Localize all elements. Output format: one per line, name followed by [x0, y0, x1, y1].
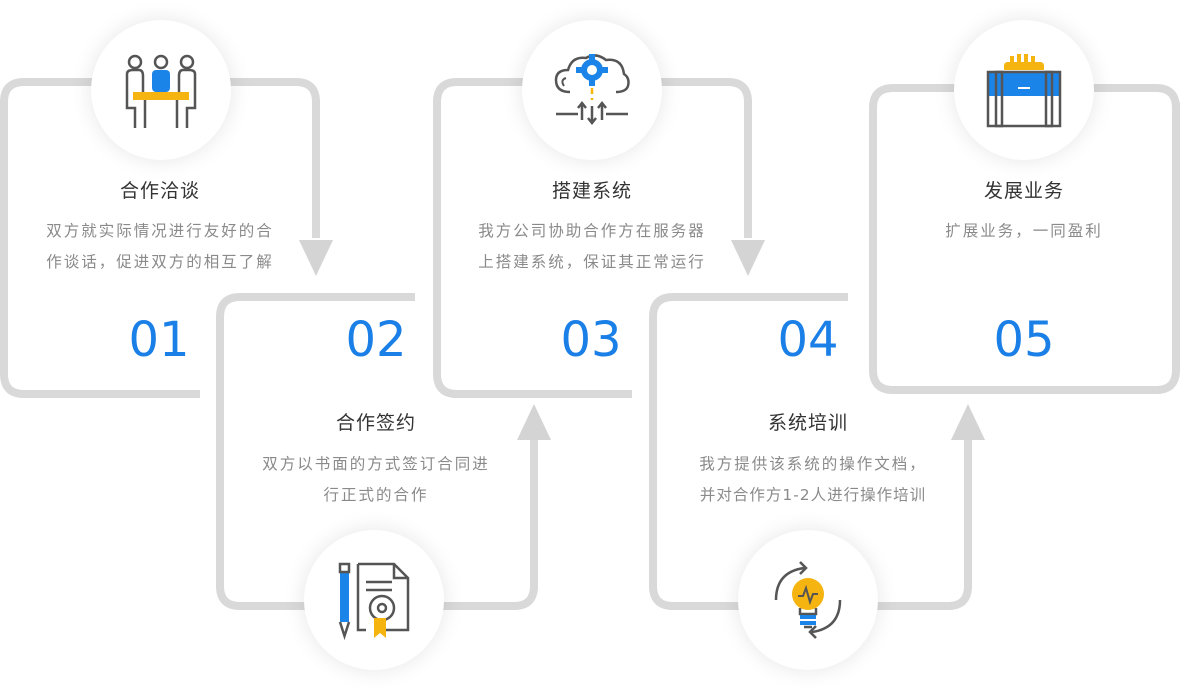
step-3-icon-circle [522, 20, 662, 160]
frame-step-3 [433, 78, 752, 398]
arrow-down-3 [731, 240, 765, 276]
step-5-icon-circle [954, 20, 1094, 160]
frame-step-1 [0, 78, 320, 398]
step-2-title: 合作签约 [335, 412, 416, 434]
frame-step-4 [649, 293, 972, 610]
step-1-number: 01 [128, 312, 190, 368]
desc-line: 扩展业务，一同盈利 [945, 222, 1103, 240]
arrow-down-1 [299, 240, 333, 276]
cloud-gear-icon [554, 54, 630, 126]
desc-line: 我方公司协助合作方在服务器 [478, 222, 706, 240]
desc-line: 我方提供该系统的操作文档， [699, 455, 927, 473]
lightbulb-icon [774, 561, 842, 639]
frame-step-5 [869, 84, 1180, 394]
step-5-title: 发展业务 [983, 180, 1064, 202]
step-1-title: 合作洽谈 [119, 180, 200, 202]
desc-line: 作谈话，促进双方的相互了解 [46, 253, 274, 271]
step-1-icon-circle [91, 20, 231, 160]
frame-step-2 [216, 293, 538, 610]
contract-icon [338, 562, 410, 641]
arrow-up-4 [951, 404, 985, 440]
step-2-desc: 双方以书面的方式签订合同进 行正式的合作 [236, 449, 516, 511]
step-4-desc: 我方提供该系统的操作文档， 并对合作方1-2人进行操作培训 [663, 449, 963, 511]
step-2-icon-circle [304, 530, 444, 670]
step-5-number: 05 [993, 312, 1055, 368]
briefcase-icon [986, 54, 1062, 128]
step-3-number: 03 [560, 312, 622, 368]
step-4-title: 系统培训 [767, 412, 848, 434]
meeting-icon [125, 54, 197, 128]
step-3-title: 搭建系统 [551, 180, 632, 202]
desc-line: 并对合作方1-2人进行操作培训 [699, 486, 927, 504]
step-3-desc: 我方公司协助合作方在服务器 上搭建系统，保证其正常运行 [452, 216, 732, 278]
arrow-up-2 [517, 404, 551, 440]
desc-line: 行正式的合作 [323, 486, 429, 504]
step-5-desc: 扩展业务，一同盈利 [884, 216, 1164, 247]
step-1-desc: 双方就实际情况进行友好的合 作谈话，促进双方的相互了解 [20, 216, 300, 278]
step-2-number: 02 [345, 312, 407, 368]
step-4-number: 04 [777, 312, 839, 368]
desc-line: 上搭建系统，保证其正常运行 [478, 253, 706, 271]
step-4-icon-circle [738, 530, 878, 670]
desc-line: 双方就实际情况进行友好的合 [46, 222, 274, 240]
desc-line: 双方以书面的方式签订合同进 [262, 455, 490, 473]
